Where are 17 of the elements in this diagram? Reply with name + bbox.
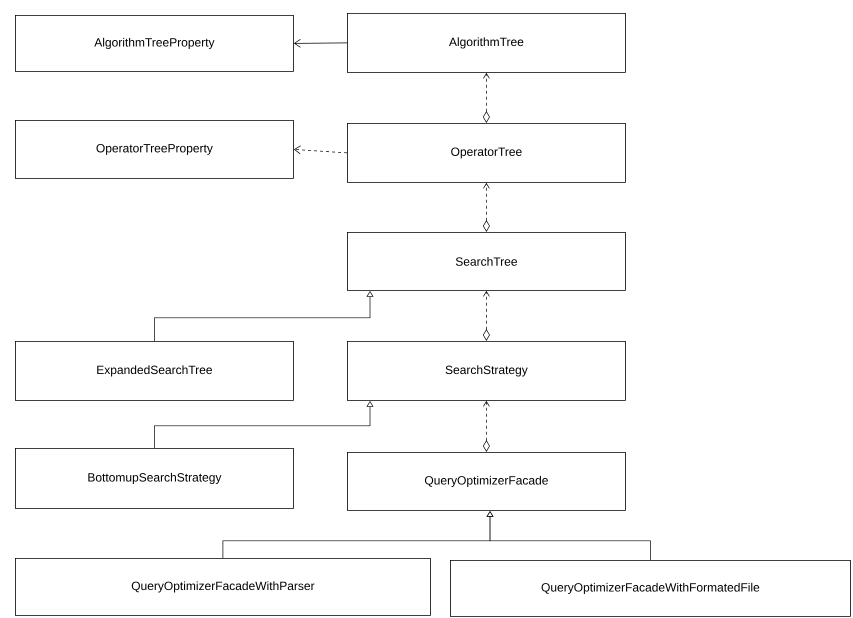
- class-box: BottomupSearchStrategy: [15, 448, 294, 509]
- aggregation-arrow: [482, 182, 490, 232]
- aggregation-arrow: [482, 72, 490, 123]
- class-box: SearchStrategy: [347, 341, 626, 401]
- class-box: QueryOptimizerFacadeWithFormatedFile: [450, 560, 851, 617]
- class-box: ExpandedSearchTree: [15, 341, 294, 401]
- aggregation-arrow: [482, 290, 490, 341]
- class-box: QueryOptimizerFacadeWithParser: [15, 558, 431, 616]
- arrow: [294, 146, 348, 154]
- class-box: AlgorithmTree: [347, 13, 626, 73]
- class-box: OperatorTreeProperty: [15, 120, 294, 179]
- arrow: [294, 39, 348, 48]
- class-box: QueryOptimizerFacade: [347, 452, 626, 511]
- class-box: SearchTree: [347, 232, 626, 291]
- class-box: AlgorithmTreeProperty: [15, 15, 294, 72]
- class-box: OperatorTree: [347, 123, 626, 183]
- aggregation-arrow: [482, 400, 490, 452]
